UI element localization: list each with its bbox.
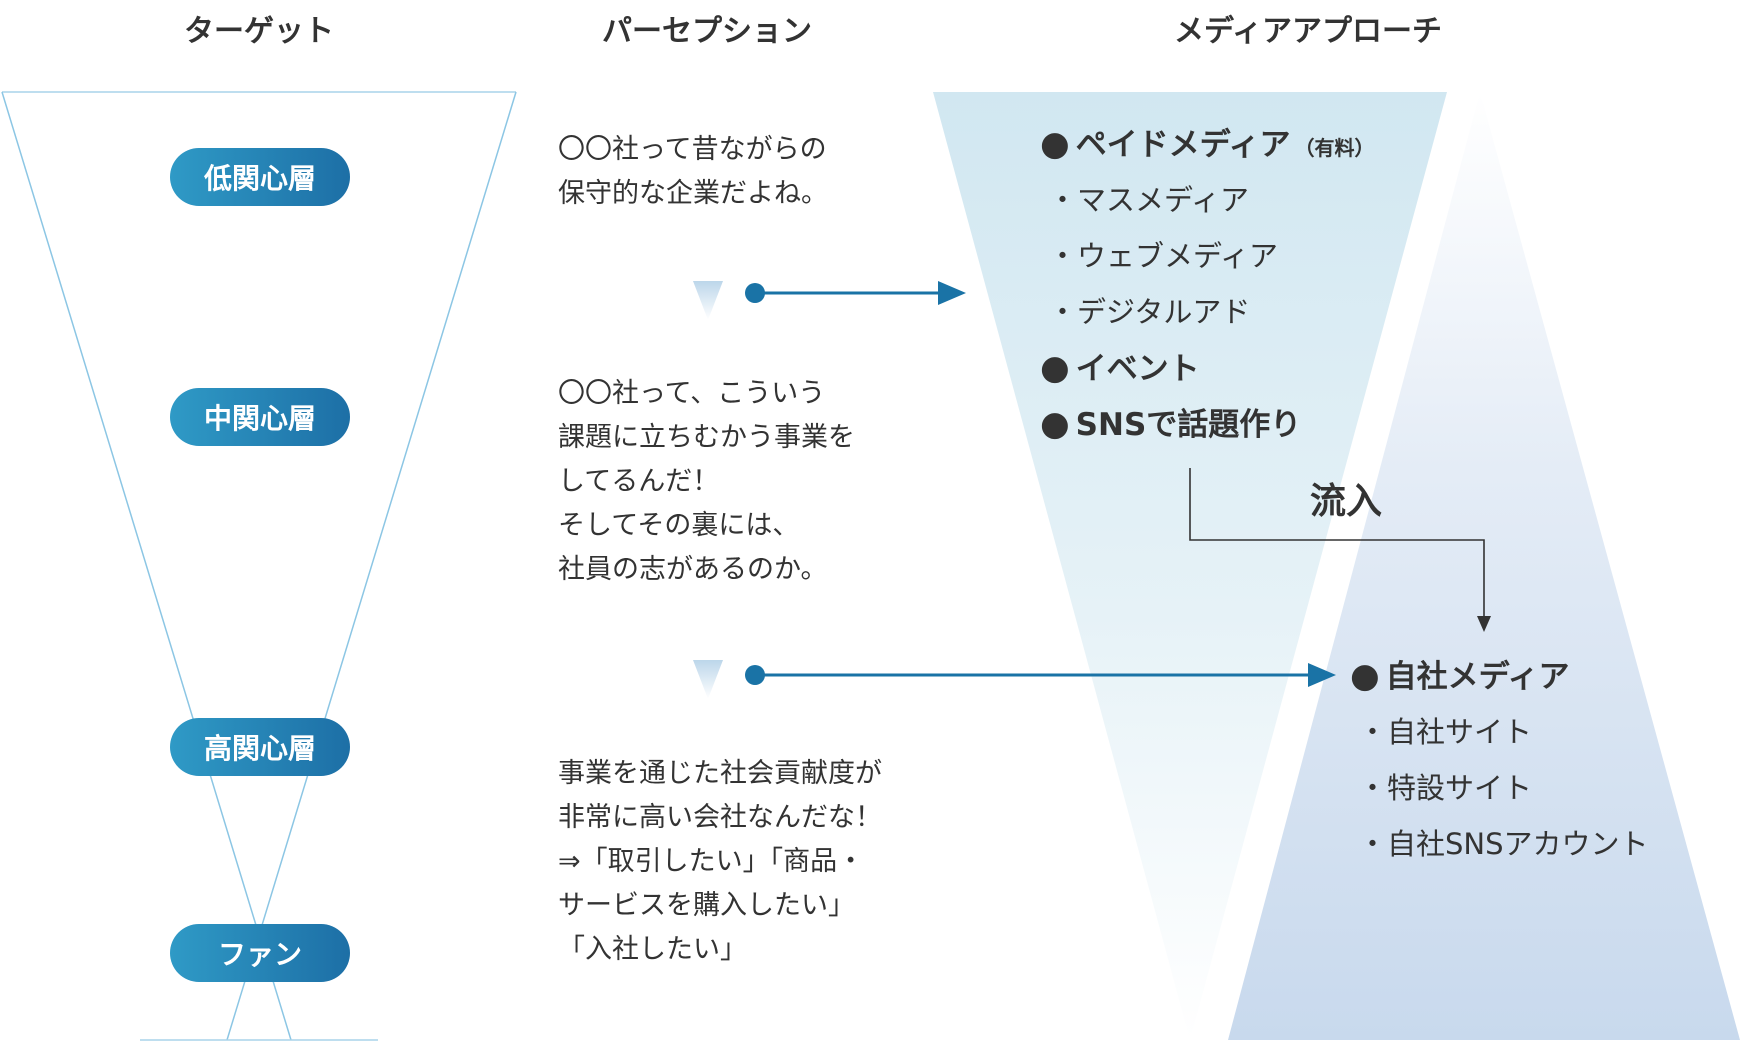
perception-high: 事業を通じた社会貢献度が 非常に高い会社なんだな！ ⇒「取引したい」「商品・ サ… [558,752,882,972]
paid-media-item: ・デジタルアド [1048,295,1251,329]
target-pill-low-interest: 低関心層 [170,148,350,206]
owned-media-heading: ●自社メディア [1350,648,1649,704]
perception-line: ⇒「取引したい」「商品・ [558,846,865,877]
event-heading: ●イベント [1040,340,1375,396]
owned-media-item: ・自社サイト [1358,715,1533,749]
target-pill-high-interest: 高関心層 [170,718,350,776]
owned-media-item: ・特設サイト [1358,771,1533,805]
perception-line: 社員の志があるのか。 [558,554,828,585]
paid-media-label: ペイドメディア [1075,127,1291,163]
owned-media-item: ・自社SNSアカウント [1358,827,1649,861]
perception-line: 保守的な企業だよね。 [558,178,828,209]
perception-mid: 〇〇社って、こういう 課題に立ちむかう事業を してるんだ！ そしてその裏には、 … [558,372,855,592]
paid-media-heading: ●ペイドメディア（有料） [1040,116,1375,172]
target-funnel [1,91,517,1041]
external-media-list: ●ペイドメディア（有料） ・マスメディア ・ウェブメディア ・デジタルアド ●イ… [1040,116,1375,452]
perception-low: 〇〇社って昔ながらの 保守的な企業だよね。 [558,128,828,216]
inflow-label: 流入 [1310,481,1383,522]
down-triangle-2 [693,660,723,699]
perception-line: 〇〇社って昔ながらの [558,134,827,165]
header-media-approach: メディアアプローチ [1174,14,1442,49]
sns-buzz-label: SNSで話題作り [1075,407,1302,443]
event-label: イベント [1075,351,1200,387]
arrow-to-external-media [745,281,966,305]
paid-media-note: （有料） [1294,136,1375,160]
bullet-icon: ● [1350,656,1380,696]
perception-line: 非常に高い会社なんだな！ [558,802,882,833]
arrow-to-owned-media [745,663,1336,687]
perception-line: 〇〇社って、こういう [558,378,826,409]
inflow-connector [1189,468,1491,632]
owned-media-label: 自社メディア [1385,659,1570,695]
external-media-triangle [933,92,1447,1040]
perception-line: 課題に立ちむかう事業を [558,422,855,453]
target-pill-fan: ファン [170,924,350,982]
owned-media-list: ●自社メディア ・自社サイト ・特設サイト ・自社SNSアカウント [1350,648,1649,872]
perception-line: そしてその裏には、 [558,510,800,541]
bullet-icon: ● [1040,348,1070,388]
down-triangle-1 [693,281,723,320]
perception-line: サービスを購入したい」 [558,890,855,921]
header-target: ターゲット [184,14,334,49]
sns-buzz-heading: ●SNSで話題作り [1040,396,1375,452]
paid-media-item: ・マスメディア [1048,183,1249,217]
paid-media-item: ・ウェブメディア [1048,239,1278,273]
header-perception: パーセプション [602,14,812,49]
perception-line: 事業を通じた社会貢献度が [558,758,882,789]
bullet-icon: ● [1040,124,1070,164]
bullet-icon: ● [1040,404,1070,444]
perception-line: してるんだ！ [558,466,720,497]
target-pill-mid-interest: 中関心層 [170,388,350,446]
perception-line: 「入社したい」 [558,934,747,965]
